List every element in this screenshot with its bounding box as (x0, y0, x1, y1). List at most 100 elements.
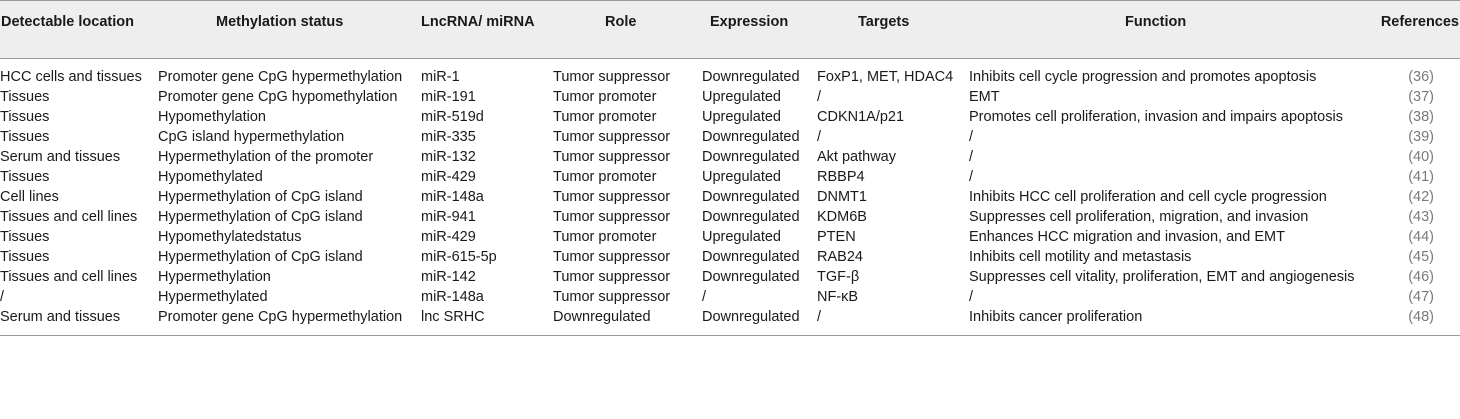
cell-methylation-status: Hypermethylation of CpG island (158, 249, 363, 265)
table-row: Tissues Promoter gene CpG hypomethylation… (0, 87, 1460, 107)
cell-detectable-location: HCC cells and tissues (0, 69, 142, 85)
cell-targets: Akt pathway (817, 149, 896, 165)
cell-lncrna-mirna: miR-142 (421, 269, 476, 285)
cell-expression: Downregulated (702, 129, 800, 145)
cell-methylation-status: Hypermethylated (158, 289, 268, 305)
header-role: Role (605, 14, 637, 30)
header-methylation-status: Methylation status (216, 14, 344, 30)
cell-detectable-location: Tissues and cell lines (0, 209, 138, 225)
cell-targets: FoxP1, MET, HDAC4 (817, 69, 954, 85)
cell-role: Tumor suppressor (553, 249, 671, 265)
cell-function: Enhances HCC migration and invasion, and… (969, 229, 1285, 245)
cell-reference: (44) (1408, 229, 1434, 245)
cell-methylation-status: Hypermethylation of the promoter (158, 149, 374, 165)
cell-reference: (38) (1408, 109, 1434, 125)
cell-lncrna-mirna: miR-429 (421, 229, 476, 245)
cell-detectable-location: Tissues (0, 129, 50, 145)
cell-methylation-status: Hypermethylation of CpG island (158, 209, 363, 225)
table-row: Tissues CpG island hypermethylation miR-33… (0, 127, 1460, 147)
header-function: Function (1125, 14, 1187, 30)
cell-methylation-status: Hypomethylation (158, 109, 266, 125)
cell-expression: Downregulated (702, 209, 800, 225)
cell-expression: Upregulated (702, 109, 781, 125)
cell-detectable-location: Cell lines (0, 189, 59, 205)
cell-detectable-location: Tissues (0, 169, 50, 185)
cell-targets: KDM6B (817, 209, 867, 225)
cell-targets: DNMT1 (817, 189, 867, 205)
methylation-table: Detectable location Methylation status L… (0, 0, 1460, 336)
cell-role: Tumor suppressor (553, 189, 671, 205)
cell-expression: Downregulated (702, 249, 800, 265)
cell-role: Tumor suppressor (553, 129, 671, 145)
header-lncrna-mirna: LncRNA/ miRNA (421, 14, 535, 30)
cell-lncrna-mirna: miR-1 (421, 69, 460, 85)
cell-function: Suppresses cell proliferation, migration… (969, 209, 1309, 225)
cell-role: Tumor suppressor (553, 149, 671, 165)
cell-methylation-status: Promoter gene CpG hypermethylation (158, 309, 403, 325)
cell-detectable-location: Tissues (0, 109, 50, 125)
cell-lncrna-mirna: miR-941 (421, 209, 476, 225)
cell-detectable-location: Tissues (0, 249, 50, 265)
cell-expression: Downregulated (702, 309, 800, 325)
cell-function: Inhibits HCC cell proliferation and cell… (969, 189, 1327, 205)
cell-lncrna-mirna: miR-519d (421, 109, 484, 125)
cell-targets: TGF-β (817, 269, 860, 285)
cell-detectable-location: Serum and tissues (0, 149, 121, 165)
cell-detectable-location: / (0, 289, 5, 305)
cell-role: Tumor suppressor (553, 69, 671, 85)
cell-role: Tumor promoter (553, 89, 657, 105)
cell-detectable-location: Tissues (0, 229, 50, 245)
cell-reference: (41) (1408, 169, 1434, 185)
cell-function: / (969, 289, 974, 305)
header-expression: Expression (710, 14, 789, 30)
table-row: / Hypermethylated miR-148a Tumor suppressor… (0, 287, 1460, 307)
cell-methylation-status: Promoter gene CpG hypermethylation (158, 69, 403, 85)
table-row: Serum and tissues Hypermethylation of the… (0, 147, 1460, 167)
cell-targets: / (817, 129, 822, 145)
cell-role: Tumor promoter (553, 169, 657, 185)
table-row: HCC cells and tissues Promoter gene CpG h… (0, 59, 1460, 87)
cell-reference: (40) (1408, 149, 1434, 165)
cell-lncrna-mirna: miR-148a (421, 189, 484, 205)
cell-reference: (37) (1408, 89, 1434, 105)
cell-lncrna-mirna: miR-429 (421, 169, 476, 185)
cell-expression: Upregulated (702, 169, 781, 185)
cell-detectable-location: Tissues (0, 89, 50, 105)
cell-lncrna-mirna: miR-132 (421, 149, 476, 165)
cell-function: Suppresses cell vitality, proliferation,… (969, 269, 1355, 285)
cell-role: Tumor suppressor (553, 289, 671, 305)
cell-lncrna-mirna: miR-615-5p (421, 249, 497, 265)
table-row: Tissues Hypermethylation of CpG island miR… (0, 247, 1460, 267)
cell-function: Promotes cell proliferation, invasion an… (969, 109, 1343, 125)
cell-targets: RAB24 (817, 249, 863, 265)
cell-targets: PTEN (817, 229, 856, 245)
cell-targets: / (817, 89, 822, 105)
cell-role: Tumor suppressor (553, 269, 671, 285)
cell-expression: Downregulated (702, 149, 800, 165)
cell-methylation-status: CpG island hypermethylation (158, 129, 345, 145)
cell-expression: / (702, 289, 707, 305)
cell-expression: Upregulated (702, 229, 781, 245)
cell-lncrna-mirna: miR-148a (421, 289, 484, 305)
table-row: Tissues and cell lines Hypermethylation o… (0, 207, 1460, 227)
cell-reference: (46) (1408, 269, 1434, 285)
cell-lncrna-mirna: miR-335 (421, 129, 476, 145)
cell-role: Tumor promoter (553, 229, 657, 245)
cell-detectable-location: Tissues and cell lines (0, 269, 138, 285)
cell-targets: CDKN1A/p21 (817, 109, 905, 125)
cell-function: / (969, 149, 974, 165)
cell-function: EMT (969, 89, 1000, 105)
cell-role: Downregulated (553, 309, 651, 325)
cell-targets: RBBP4 (817, 169, 865, 185)
cell-methylation-status: Promoter gene CpG hypomethylation (158, 89, 398, 105)
cell-reference: (43) (1408, 209, 1434, 225)
table-header: Detectable location Methylation status L… (0, 0, 1460, 59)
header-targets: Targets (858, 14, 910, 30)
cell-detectable-location: Serum and tissues (0, 309, 121, 325)
cell-expression: Downregulated (702, 269, 800, 285)
